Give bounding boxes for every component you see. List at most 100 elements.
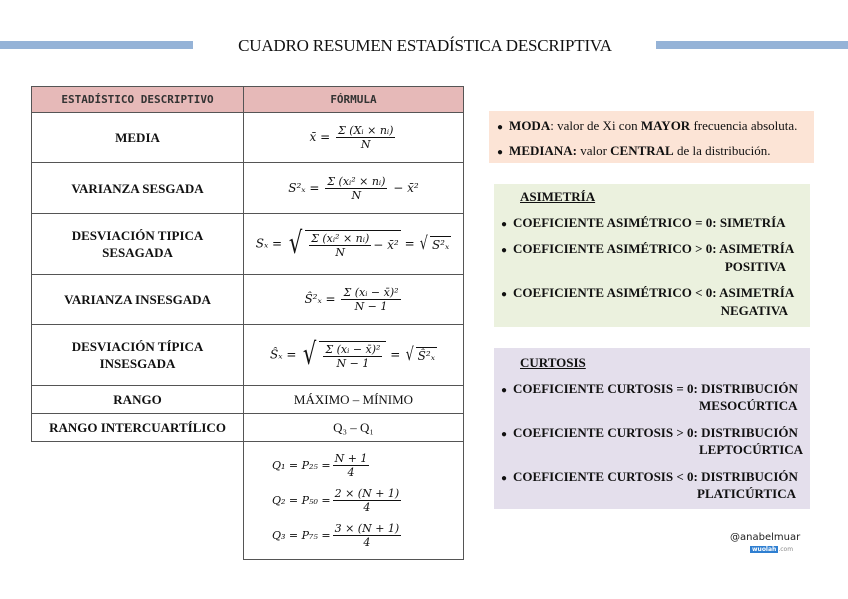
- equals: =: [390, 347, 401, 362]
- emphasis: CENTRAL: [610, 143, 674, 158]
- table-header-row: ESTADÍSTICO DESCRIPTIVO FÓRMULA: [31, 86, 464, 113]
- table-row: DESVIACIÓN TIPICA SESAGADA Sₓ = √ Σ (xᵢ²…: [31, 213, 464, 275]
- denominator: 4: [363, 501, 371, 514]
- curtosis-heading: CURTOSIS: [520, 355, 586, 370]
- text: : valor de Xi con: [550, 118, 641, 133]
- formula-lhs: Ŝₓ =: [270, 347, 297, 362]
- continuation: PLATICÚRTICA: [697, 486, 796, 501]
- quartile-q3: Q₃ = P₇₅ = 3 × (N + 1)4: [244, 518, 463, 553]
- bullet-icon: ●: [501, 429, 508, 440]
- bullet-mediana: ● MEDIANA: valor CENTRAL de la distribuci…: [497, 143, 771, 159]
- empty-cell: [31, 441, 244, 560]
- formula-lhs: S²ₓ =: [288, 180, 320, 195]
- continuation: NEGATIVA: [720, 303, 788, 318]
- bullet-asimetria-2: ● COEFICIENTE ASIMÉTRICO < 0: ASIMETRÍA: [501, 285, 794, 301]
- table-row: DESVIACIÓN TÍPICA INSESGADA Ŝₓ = √ Σ (xᵢ…: [31, 324, 464, 386]
- numerator: 2 × (N + 1): [332, 487, 402, 501]
- numerator: Σ (xᵢ − x̄)²: [323, 342, 383, 357]
- label-line: SESAGADA: [102, 245, 173, 260]
- bullet-asimetria-1: ●COEFICIENTE ASIMÉTRICO > 0: ASIMETRÍA: [501, 241, 794, 257]
- fraction: Σ (xᵢ² × nᵢ)N: [325, 174, 388, 202]
- quartile-q2: Q₂ = P₅₀ = 2 × (N + 1)4: [244, 483, 463, 518]
- formula-rhs: − x̄²: [393, 180, 419, 195]
- text: COEFICIENTE CURTOSIS = 0: DISTRIBUCIÓN: [513, 381, 798, 396]
- label-line: DESVIACIÓN TIPICA: [71, 228, 204, 243]
- bullet-icon: ●: [501, 473, 508, 484]
- sqrt-content: Ŝ²ₓ: [415, 347, 437, 363]
- row-label-desviacion-insesgada: DESVIACIÓN TÍPICA INSESGADA: [31, 324, 244, 386]
- column-header-formula: FÓRMULA: [243, 86, 464, 113]
- formula-lhs: Q₃ = P₇₅ =: [272, 529, 331, 542]
- numerator: Σ (Xᵢ × nᵢ): [336, 124, 396, 138]
- formula-lhs: Q₂ = P₅₀ =: [272, 494, 331, 507]
- equals: =: [404, 236, 415, 251]
- row-label-varianza-insesgada: VARIANZA INSESGADA: [31, 274, 244, 325]
- sqrt-symbol: √S²ₓ: [420, 233, 452, 254]
- author-handle: @anabelmuar: [730, 532, 801, 543]
- bullet-icon: ●: [501, 385, 508, 396]
- text: COEFICIENTE CURTOSIS > 0: DISTRIBUCIÓN: [513, 425, 798, 440]
- emphasis: MAYOR: [640, 118, 691, 133]
- text: COEFICIENTE ASIMÉTRICO = 0: SIMETRÍA: [513, 215, 786, 230]
- numerator: Σ (xᵢ − x̄)²: [341, 286, 401, 300]
- continuation: LEPTOCÚRTICA: [699, 442, 804, 457]
- term: MEDIANA:: [509, 143, 577, 158]
- bullet-moda: ●MODA: valor de Xi con MAYOR frecuencia …: [497, 118, 797, 134]
- numerator: Σ (xᵢ² × nᵢ): [325, 174, 388, 189]
- denominator: N: [351, 188, 362, 202]
- header-bar-left: [0, 41, 193, 49]
- bullet-icon: ●: [497, 122, 504, 133]
- text: COEFICIENTE CURTOSIS < 0: DISTRIBUCIÓN: [513, 469, 798, 484]
- label-line: DESVIACIÓN TÍPICA: [71, 339, 204, 354]
- row-label-rango-intercuartilico: RANGO INTERCUARTÍLICO: [31, 413, 244, 442]
- formula-media: x̄ = Σ (Xᵢ × nᵢ)N: [243, 112, 464, 163]
- row-label-varianza-sesgada: VARIANZA SESGADA: [31, 162, 244, 214]
- bullet-icon: ●: [497, 147, 504, 158]
- denominator: 4: [363, 536, 371, 549]
- table-row: MEDIA x̄ = Σ (Xᵢ × nᵢ)N: [31, 112, 464, 163]
- bullet-icon: ●: [501, 245, 508, 256]
- bullet-icon: ●: [501, 219, 508, 230]
- moda-mediana-box: ●MODA: valor de Xi con MAYOR frecuencia …: [489, 111, 814, 163]
- formula-lhs: Ŝ²ₓ =: [304, 292, 336, 306]
- sqrt-content: S²ₓ: [429, 236, 452, 252]
- numerator: 3 × (N + 1): [332, 522, 402, 536]
- denominator: N − 1: [354, 300, 388, 313]
- formula-rango: MÁXIMO – MÍNIMO: [243, 385, 464, 414]
- bullet-icon: ●: [501, 289, 508, 300]
- text: valor: [576, 143, 611, 158]
- header-bar-right: [656, 41, 848, 49]
- table-row: RANGO MÁXIMO – MÍNIMO: [31, 385, 464, 414]
- table-row: RANGO INTERCUARTÍLICO Q₃ – Q₁: [31, 413, 464, 442]
- fraction: Σ (Xᵢ × nᵢ)N: [336, 124, 396, 151]
- bullet-curtosis-0: ● COEFICIENTE CURTOSIS = 0: DISTRIBUCIÓN: [501, 381, 798, 397]
- page-title: CUADRO RESUMEN ESTADÍSTICA DESCRIPTIVA: [238, 36, 612, 55]
- text: frecuencia absoluta.: [690, 118, 798, 133]
- column-header-statistic: ESTADÍSTICO DESCRIPTIVO: [31, 86, 244, 113]
- asimetria-box: ASIMETRÍA ● COEFICIENTE ASIMÉTRICO = 0: S…: [494, 184, 810, 327]
- fraction: Σ (xᵢ² × nᵢ)N: [309, 231, 372, 259]
- curtosis-box: CURTOSIS ● COEFICIENTE CURTOSIS = 0: DIST…: [494, 348, 810, 509]
- numerator: N + 1: [332, 452, 370, 466]
- bullet-curtosis-2: ● COEFICIENTE CURTOSIS < 0: DISTRIBUCIÓN: [501, 469, 798, 485]
- fraction: 2 × (N + 1)4: [332, 487, 402, 514]
- asimetria-heading: ASIMETRÍA: [520, 189, 596, 204]
- sqrt-symbol: √Ŝ²ₓ: [405, 344, 437, 365]
- denominator: N − 1: [336, 356, 370, 370]
- text: de la distribución.: [673, 143, 771, 158]
- watermark-logo: wuolah.com: [750, 546, 793, 553]
- text: COEFICIENTE ASIMÉTRICO < 0: ASIMETRÍA: [513, 285, 795, 300]
- formula-rango-intercuartilico: Q₃ – Q₁: [243, 413, 464, 442]
- numerator: Σ (xᵢ² × nᵢ): [309, 231, 372, 246]
- formula-lhs: Q₁ = P₂₅ =: [272, 459, 331, 472]
- denominator: N: [335, 245, 345, 259]
